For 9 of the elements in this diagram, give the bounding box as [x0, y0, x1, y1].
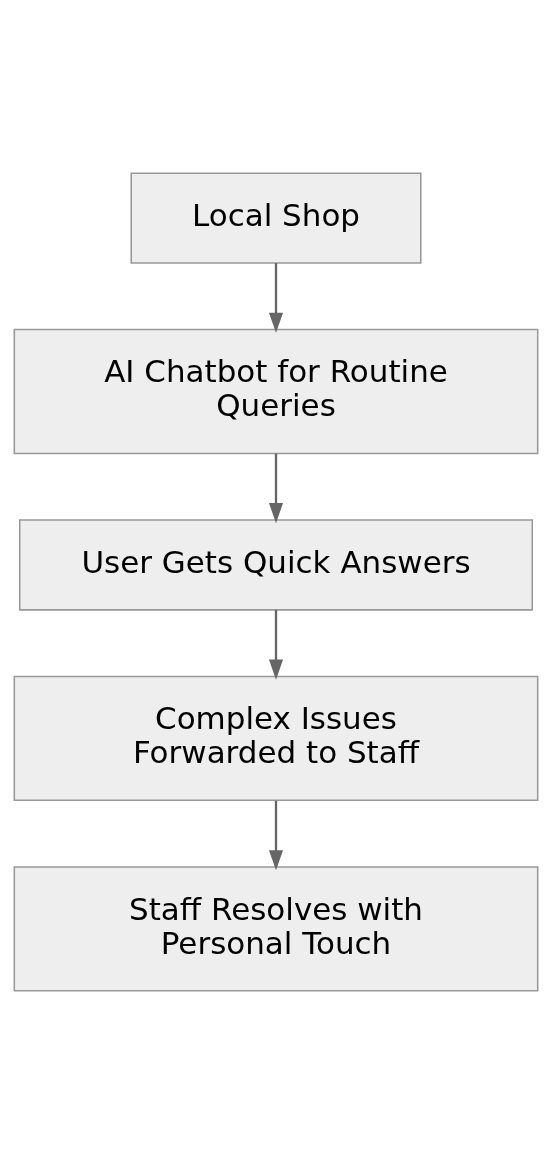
node-box: Complex Issues Forwarded to Staff: [13, 675, 539, 802]
node-box: AI Chatbot for Routine Queries: [13, 328, 539, 455]
arrow: [268, 453, 284, 524]
node-box: User Gets Quick Answers: [18, 519, 534, 611]
node-box: Staff Resolves with Personal Touch: [13, 866, 539, 992]
arrow: [268, 800, 284, 871]
node-box: Local Shop: [130, 172, 422, 264]
arrow: [268, 263, 284, 333]
arrow: [268, 609, 284, 680]
